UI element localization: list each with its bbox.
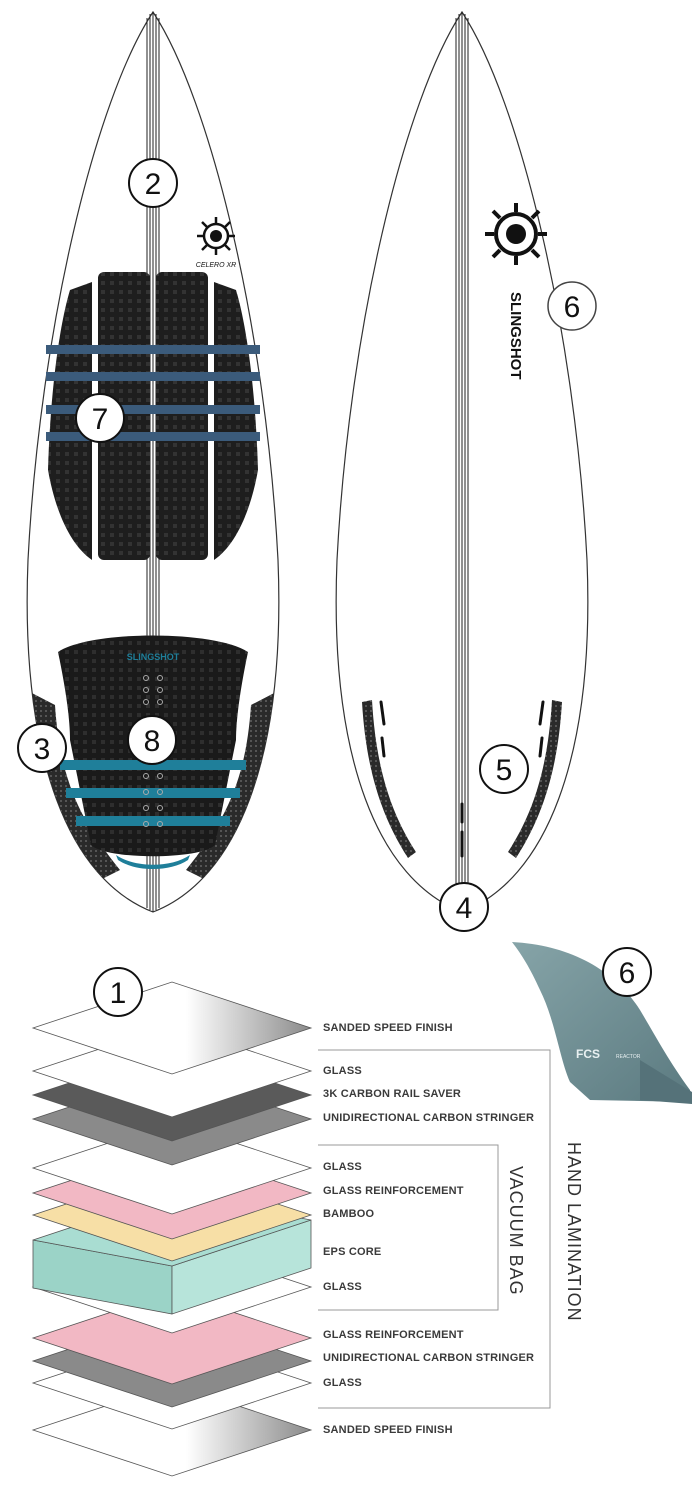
callout-4: 4 <box>439 882 489 932</box>
fin-brand-label: FCS <box>576 1047 600 1061</box>
callout-1: 1 <box>93 967 143 1017</box>
layer-label-3: 3K CARBON RAIL SAVER <box>323 1088 461 1100</box>
deck-logo: CELERO XR <box>196 217 236 269</box>
bottom-rail-saver-right <box>508 700 562 858</box>
slingshot-sun-large-icon <box>485 203 547 265</box>
callout-1-label: 1 <box>110 977 127 1010</box>
fcs-fin: FCS REACTOR <box>512 942 692 1104</box>
fin-shape <box>512 942 692 1102</box>
callout-3-label: 3 <box>34 733 51 766</box>
bottom-brand-label: SLINGSHOT <box>507 292 524 380</box>
traction-brand-label: SLINGSHOT <box>127 652 180 662</box>
layer-label-1: SANDED SPEED FINISH <box>323 1022 453 1034</box>
bottom-stringer <box>455 12 469 912</box>
board-deck-view: SLINGSHOT <box>26 10 280 913</box>
callout-7-label: 7 <box>92 403 109 436</box>
layer-label-9: GLASS <box>323 1281 362 1293</box>
fin-boxes <box>379 700 545 858</box>
layer-label-13: SANDED SPEED FINISH <box>323 1424 453 1436</box>
board-bottom-view: SLINGSHOT <box>335 10 589 913</box>
layer-label-11: UNIDIRECTIONAL CARBON STRINGER <box>323 1352 534 1364</box>
callout-6-fin: 6 <box>602 947 652 997</box>
callout-5: 5 <box>479 744 529 794</box>
callout-6-board-label: 6 <box>564 291 581 324</box>
rail-saver-right <box>186 690 279 880</box>
layer-label-4: UNIDIRECTIONAL CARBON STRINGER <box>323 1112 534 1124</box>
vacuum-bag-label: VACUUM BAG <box>506 1166 526 1296</box>
callout-8-label: 8 <box>144 725 161 758</box>
layer-label-12: GLASS <box>323 1377 362 1389</box>
hand-lamination-bracket <box>318 1049 551 1409</box>
hand-lamination-label: HAND LAMINATION <box>564 1142 584 1322</box>
slingshot-sun-icon <box>197 217 235 255</box>
callout-4-label: 4 <box>456 892 473 925</box>
callout-2: 2 <box>128 158 178 208</box>
callout-7: 7 <box>75 393 125 443</box>
callout-6-fin-label: 6 <box>619 957 636 990</box>
bottom-rail-saver-left <box>362 700 416 858</box>
layer-label-7: BAMBOO <box>323 1208 375 1220</box>
bottom-logo: SLINGSHOT <box>485 203 547 380</box>
fin-model-label: REACTOR <box>616 1054 641 1060</box>
layer-labels: SANDED SPEED FINISH GLASS 3K CARBON RAIL… <box>323 1022 534 1436</box>
callout-8: 8 <box>127 715 177 765</box>
layer-label-10: GLASS REINFORCEMENT <box>323 1329 464 1341</box>
layer-label-8: EPS CORE <box>323 1246 381 1258</box>
callout-5-label: 5 <box>496 754 513 787</box>
callout-6-board: 6 <box>547 281 597 331</box>
layer-stack <box>31 981 313 1477</box>
vacuum-bag-bracket <box>318 1144 499 1311</box>
layer-label-2: GLASS <box>323 1065 362 1077</box>
deck-model-label: CELERO XR <box>196 262 236 269</box>
callout-3: 3 <box>17 723 67 773</box>
layer-label-6: GLASS REINFORCEMENT <box>323 1185 464 1197</box>
callout-2-label: 2 <box>145 168 162 201</box>
layer-label-5: GLASS <box>323 1161 362 1173</box>
